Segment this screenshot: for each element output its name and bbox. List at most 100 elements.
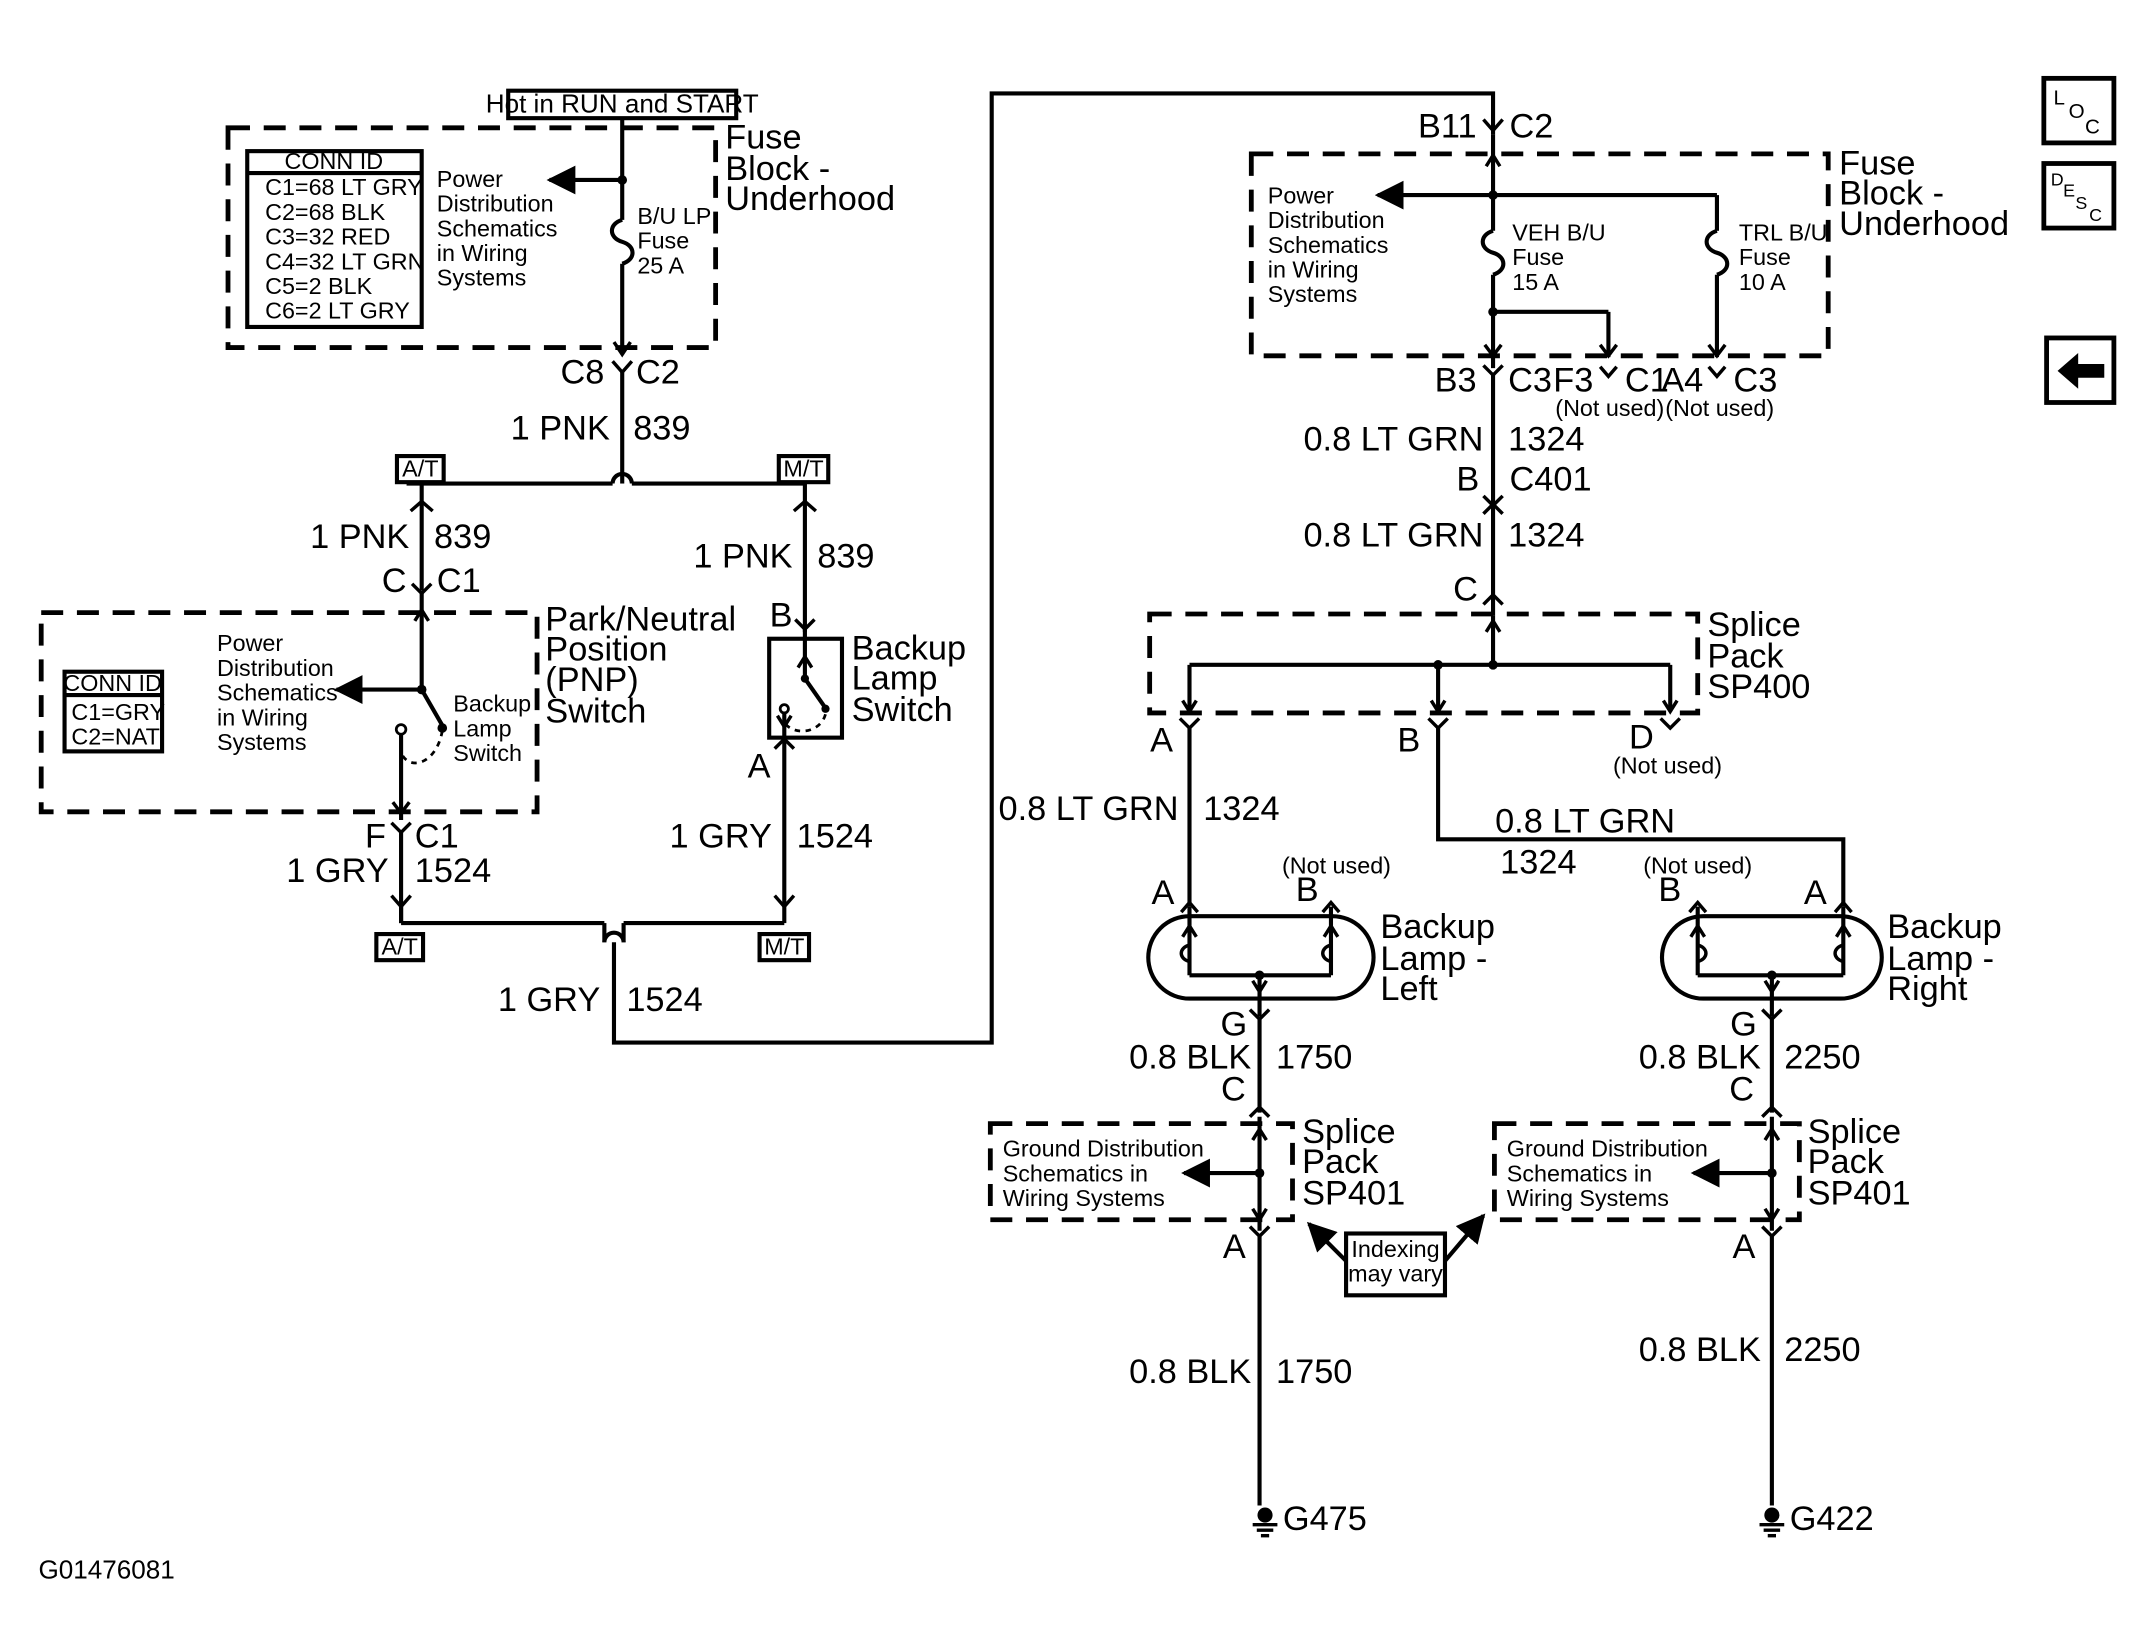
wire-circuit: 2250	[1784, 1331, 1860, 1369]
svg-text:C: C	[2085, 115, 2100, 138]
transmission-option-split: A/T M/T	[394, 454, 831, 486]
svg-text:Fuse: Fuse	[637, 228, 689, 254]
wire-gauge: 1 PNK	[693, 537, 792, 575]
svg-text:Fuse: Fuse	[1739, 244, 1791, 270]
svg-text:Lamp: Lamp	[453, 715, 511, 741]
svg-text:in Wiring: in Wiring	[1268, 257, 1359, 283]
not-used-label: (Not used)	[1613, 752, 1722, 778]
power-distribution-ref: Power Distribution Schematics in Wiring …	[437, 166, 558, 291]
svg-text:SP401: SP401	[1302, 1175, 1405, 1213]
fuse-block-title: Fuse Block - Underhood	[725, 118, 895, 218]
backup-lamp-switch-mt: Backup Lamp Switch A	[748, 629, 967, 907]
svg-text:in Wiring: in Wiring	[217, 704, 308, 730]
svg-text:E: E	[2063, 180, 2075, 200]
conn-id-title: CONN ID	[284, 148, 383, 174]
svg-text:Schematics: Schematics	[437, 215, 558, 241]
wire-circuit: 1324	[1508, 421, 1584, 459]
connector-pin: C	[382, 562, 407, 600]
svg-text:Schematics: Schematics	[1268, 232, 1389, 258]
connector-id: C2	[1510, 107, 1554, 145]
svg-text:Left: Left	[1380, 970, 1438, 1008]
desc-button[interactable]: D E S C	[2041, 161, 2117, 231]
wire-circuit: 1524	[415, 852, 491, 890]
figure-id: G01476081	[38, 1554, 174, 1584]
wire-circuit: 839	[633, 410, 690, 448]
connector-pin: C	[1453, 570, 1478, 608]
splice-pack-sp401-right: Ground Distribution Schematics in Wiring…	[1492, 1113, 1911, 1266]
conn-id-row: C1=GRY	[71, 699, 165, 725]
back-button[interactable]	[2044, 335, 2117, 405]
fuse-block-underhood-left: Hot in RUN and START CONN ID C1=68 LT GR…	[225, 88, 895, 391]
fuse-symbol	[1704, 228, 1730, 277]
svg-text:Right: Right	[1887, 970, 1968, 1008]
fuse-label: B/U LP Fuse 25 A	[637, 203, 711, 278]
pnp-switch: CONN ID C1=GRY C2=NAT Power Distribution…	[38, 593, 736, 856]
svg-text:Power: Power	[437, 166, 503, 192]
svg-text:SP401: SP401	[1808, 1175, 1911, 1213]
svg-text:Underhood: Underhood	[1839, 205, 2009, 243]
connector-pin: C	[1729, 1070, 1754, 1108]
svg-text:TRL B/U: TRL B/U	[1739, 219, 1828, 245]
ground-g422: G422	[1759, 1500, 1874, 1538]
svg-text:Power: Power	[217, 630, 283, 656]
svg-text:C: C	[2089, 205, 2102, 225]
connector-id: C3	[1733, 362, 1777, 400]
conn-id-row: C5=2 BLK	[265, 273, 372, 299]
svg-text:Lamp -: Lamp -	[1887, 940, 1994, 978]
svg-text:SP400: SP400	[1707, 668, 1810, 706]
connector-pin: B	[770, 596, 793, 634]
wire-gauge: 1 GRY	[286, 852, 389, 890]
svg-text:B/U LP: B/U LP	[637, 203, 711, 229]
wire-circuit: 839	[434, 518, 491, 556]
backup-lamp-left: (Not used) A B Backup Lamp - Left G	[1146, 853, 1495, 1044]
loc-button[interactable]: L O C	[2041, 75, 2117, 146]
ground-distribution-ref: Ground Distribution Schematics in Wiring…	[1507, 1136, 1708, 1211]
connector-pin: F	[365, 818, 386, 856]
lamp-title: Backup Lamp - Left	[1380, 908, 1495, 1008]
svg-text:Distribution: Distribution	[437, 191, 554, 217]
svg-text:O: O	[2069, 100, 2085, 123]
svg-text:Wiring Systems: Wiring Systems	[1507, 1185, 1669, 1211]
connector-pin: F3	[1553, 362, 1593, 400]
not-used-label: (Not used)	[1282, 853, 1391, 879]
svg-text:Block -: Block -	[725, 150, 830, 188]
connector-pin: B11	[1418, 107, 1477, 145]
svg-text:Distribution: Distribution	[217, 655, 334, 681]
at-option-label: A/T	[382, 934, 418, 960]
conn-id-title: CONN ID	[63, 670, 162, 696]
power-distribution-ref: Power Distribution Schematics in Wiring …	[217, 630, 338, 755]
svg-text:Backup: Backup	[453, 691, 531, 717]
switch-title: Backup Lamp Switch	[852, 629, 967, 729]
svg-text:Schematics: Schematics	[217, 680, 338, 706]
svg-text:Wiring Systems: Wiring Systems	[1003, 1185, 1165, 1211]
wire-circuit: 1524	[797, 818, 873, 856]
power-distribution-ref: Power Distribution Schematics in Wiring …	[1268, 182, 1389, 307]
connector-pin: B	[1397, 721, 1420, 759]
mt-option-label: M/T	[764, 934, 804, 960]
connector-id: C1	[1625, 362, 1669, 400]
not-used-label: (Not used)	[1643, 853, 1752, 879]
wire-circuit: 1750	[1276, 1353, 1352, 1391]
svg-text:Splice: Splice	[1808, 1113, 1902, 1151]
svg-text:Splice: Splice	[1302, 1113, 1396, 1151]
svg-text:Position: Position	[545, 631, 667, 669]
svg-text:Block -: Block -	[1839, 175, 1944, 213]
connector-pin: C8	[560, 353, 604, 391]
svg-text:25 A: 25 A	[637, 252, 684, 278]
svg-text:Fuse: Fuse	[1839, 144, 1915, 182]
not-used-label: (Not used)	[1665, 395, 1774, 421]
connector-pin: A	[1223, 1228, 1246, 1266]
lamp-title: Backup Lamp - Right	[1887, 908, 2002, 1008]
svg-text:Switch: Switch	[545, 693, 646, 731]
connector-id: C3	[1508, 362, 1552, 400]
conn-id-row: C2=NAT	[71, 724, 159, 750]
connector-id: C401	[1510, 460, 1592, 498]
connector-pin: B	[1296, 871, 1319, 909]
svg-text:15 A: 15 A	[1512, 269, 1559, 295]
wire-gauge: 1 PNK	[310, 518, 409, 556]
switch-label: Backup Lamp Switch	[453, 691, 531, 766]
connector-pin: A	[1150, 721, 1173, 759]
svg-text:S: S	[2075, 193, 2087, 213]
fuse-block-title: Fuse Block - Underhood	[1839, 144, 2009, 242]
